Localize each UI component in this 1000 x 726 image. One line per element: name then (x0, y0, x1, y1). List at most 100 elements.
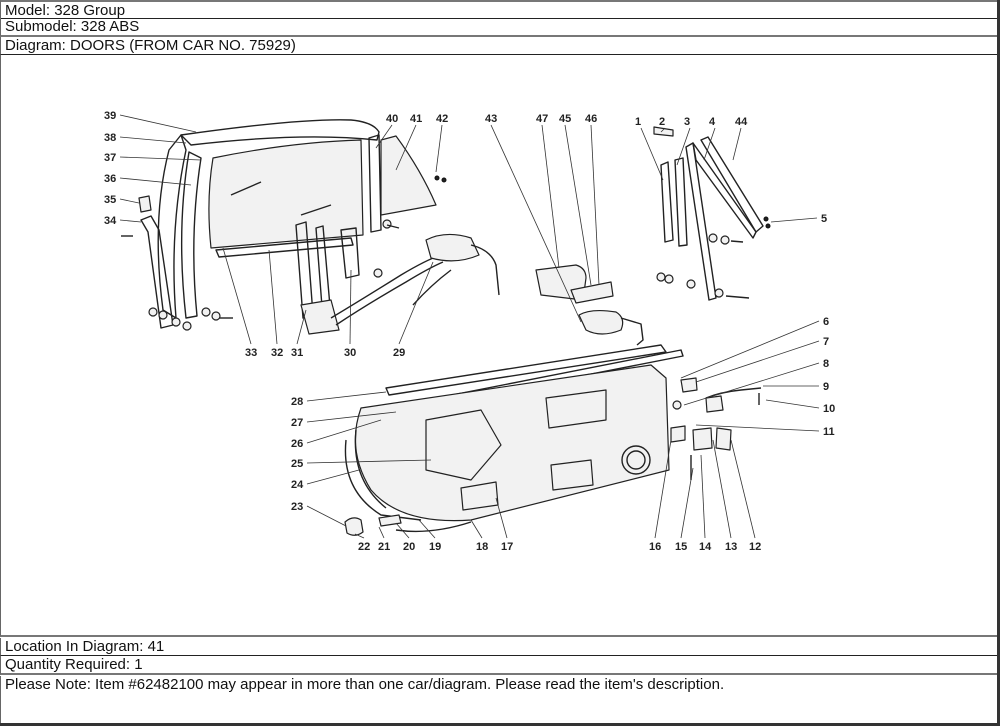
callout-44: 44 (735, 116, 748, 128)
callout-35: 35 (104, 194, 116, 206)
callout-33: 33 (245, 347, 257, 359)
callout-46: 46 (585, 113, 597, 125)
callout-19: 19 (429, 541, 441, 553)
callout-leader-36 (119, 177, 192, 186)
callout-21: 21 (378, 541, 390, 553)
callout-leader-18 (470, 519, 483, 539)
callout-13: 13 (725, 541, 737, 553)
callout-leader-6 (680, 320, 820, 379)
model-row: Model: 328 Group (0, 0, 997, 19)
callout-leader-14 (700, 454, 706, 539)
callout-3: 3 (684, 116, 690, 128)
callout-leader-40 (375, 124, 393, 149)
callout-leader-33 (222, 247, 252, 345)
callout-leader-12 (730, 439, 756, 539)
callout-18: 18 (476, 541, 488, 553)
callout-2: 2 (659, 116, 665, 128)
callout-leader-1 (640, 127, 664, 181)
callout-1: 1 (635, 116, 641, 128)
callout-34: 34 (104, 215, 117, 227)
callout-40: 40 (386, 113, 398, 125)
callout-leader-47 (541, 124, 560, 269)
callout-32: 32 (271, 347, 283, 359)
callout-leader-23 (306, 505, 347, 527)
callout-10: 10 (823, 403, 835, 415)
callout-leader-24 (306, 469, 360, 485)
callout-leader-32 (268, 249, 278, 345)
callout-leader-22 (354, 533, 365, 539)
location-in-diagram: Location In Diagram: 41 (0, 638, 997, 656)
callout-38: 38 (104, 132, 116, 144)
callout-41: 41 (410, 113, 422, 125)
callout-9: 9 (823, 381, 829, 393)
callout-leader-34 (119, 219, 142, 223)
callout-leader-26 (306, 419, 382, 444)
callout-30: 30 (344, 347, 356, 359)
callout-22: 22 (358, 541, 370, 553)
mirror-assembly (535, 264, 644, 346)
door-shell-assembly (344, 344, 762, 536)
callout-leader-41 (395, 124, 417, 171)
callout-23: 23 (291, 501, 303, 513)
callout-leader-27 (306, 411, 397, 423)
callout-14: 14 (699, 541, 712, 553)
callout-leader-31 (296, 309, 307, 345)
callout-leader-13 (712, 439, 732, 539)
callout-27: 27 (291, 417, 303, 429)
callout-11: 11 (823, 426, 835, 438)
callout-24: 24 (291, 479, 304, 491)
callout-28: 28 (291, 396, 303, 408)
item-note: Please Note: Item #62482100 may appear i… (0, 676, 997, 723)
callout-leader-8 (683, 362, 820, 406)
callout-leader-2 (660, 127, 666, 133)
callout-leader-35 (119, 198, 140, 204)
callout-leader-15 (680, 467, 694, 539)
callout-12: 12 (749, 541, 761, 553)
callout-26: 26 (291, 438, 303, 450)
callout-leader-10 (765, 399, 820, 409)
quantity-required: Quantity Required: 1 (0, 656, 997, 675)
callout-47: 47 (536, 113, 548, 125)
callout-20: 20 (403, 541, 415, 553)
callout-leader-20 (395, 522, 410, 539)
callout-6: 6 (823, 316, 829, 328)
callout-leader-43 (490, 124, 582, 323)
callout-36: 36 (104, 173, 116, 185)
callout-leader-30 (349, 269, 352, 345)
callout-16: 16 (649, 541, 661, 553)
callout-leader-4 (703, 127, 716, 161)
callout-45: 45 (559, 113, 571, 125)
callout-leader-39 (119, 114, 197, 133)
callout-leader-3 (676, 127, 691, 166)
callout-43: 43 (485, 113, 497, 125)
callout-4: 4 (709, 116, 716, 128)
callout-leader-45 (564, 124, 592, 286)
callout-29: 29 (393, 347, 405, 359)
callout-leader-37 (119, 156, 202, 161)
callout-39: 39 (104, 110, 116, 122)
callout-7: 7 (823, 336, 829, 348)
window-frame-assembly (121, 119, 500, 335)
callout-25: 25 (291, 458, 303, 470)
diagram-title-row: Diagram: DOORS (FROM CAR NO. 75929) (0, 37, 997, 55)
callout-leader-11 (695, 424, 820, 432)
submodel-row: Submodel: 328 ABS (0, 18, 997, 37)
callout-leader-29 (398, 261, 434, 345)
callout-37: 37 (104, 152, 116, 164)
quarter-vent-assembly (653, 126, 771, 301)
callout-leader-42 (435, 124, 443, 173)
callout-leader-25 (306, 459, 432, 464)
callout-leader-46 (590, 124, 600, 286)
callout-5: 5 (821, 213, 827, 225)
callout-leader-17 (495, 497, 508, 539)
callout-8: 8 (823, 358, 829, 370)
callout-15: 15 (675, 541, 687, 553)
callout-leader-44 (732, 127, 742, 161)
callout-leader-16 (654, 439, 672, 539)
callout-42: 42 (436, 113, 448, 125)
callout-leader-7 (695, 340, 820, 383)
